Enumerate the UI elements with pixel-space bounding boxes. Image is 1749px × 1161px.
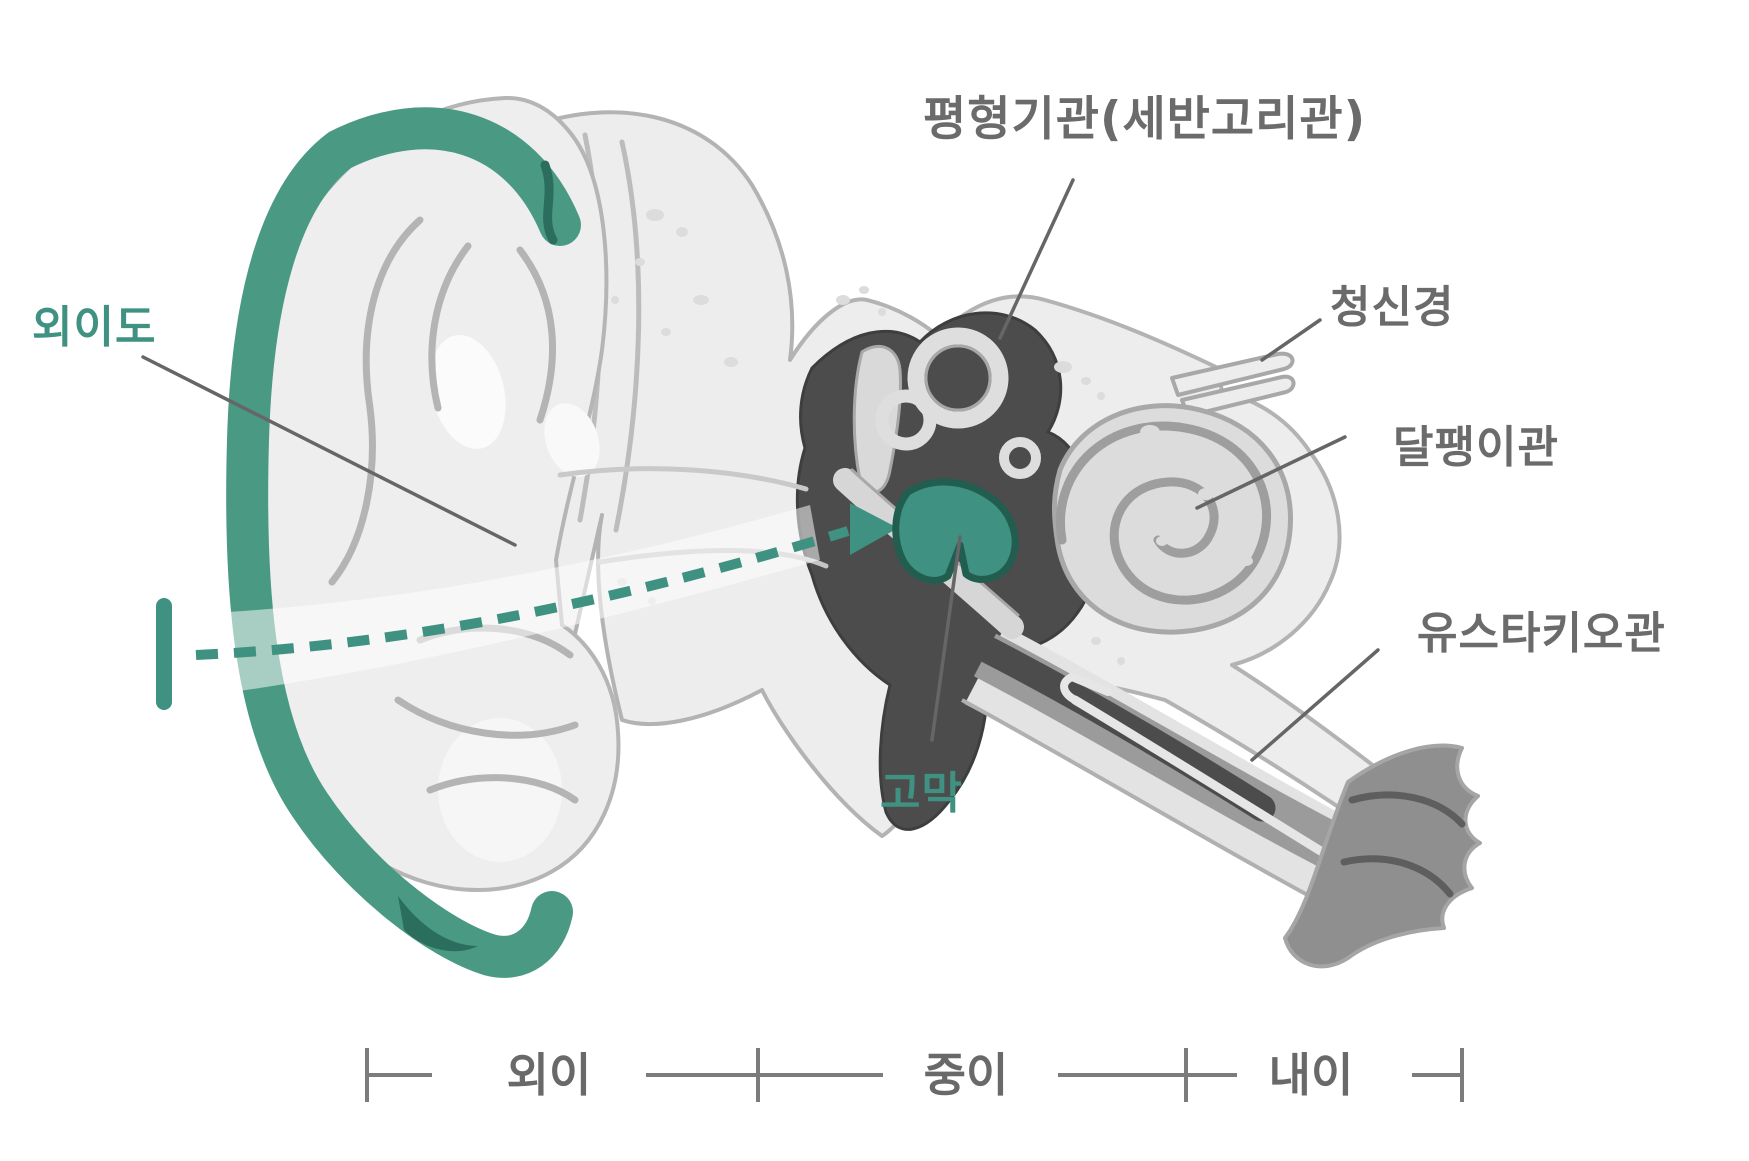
eardrum-shape (892, 478, 1019, 584)
leader-eardrum (930, 535, 962, 742)
eustachian-tube (931, 614, 1482, 969)
axis-lines (365, 1048, 1464, 1102)
leader-cochlea (1195, 435, 1347, 510)
semicircular-canal-small (875, 389, 937, 451)
nerve-fiber-upper (1170, 351, 1295, 397)
sound-source-bar (156, 598, 172, 710)
tube-bottom-edge (961, 698, 1346, 917)
semicircular-canal-large (907, 327, 1009, 429)
bone-fold-line-2 (613, 139, 642, 533)
leader-balance-organ (998, 178, 1075, 340)
sound-beam (228, 505, 820, 692)
concha-highlight-2 (544, 403, 600, 477)
helix-band (226, 107, 581, 978)
canal-upper-edge (557, 466, 809, 492)
leader-lines (141, 178, 1380, 762)
axis-label-middle-ear: 중이 (924, 1048, 1009, 1102)
sound-arrow-dashes (195, 526, 850, 660)
label-balance-organ: 평형기관(세반고리관) (923, 92, 1366, 147)
label-ear-canal: 외이도 (32, 302, 156, 353)
region-axis: 외이 중이 내이 (365, 1048, 1464, 1102)
label-cochlea: 달팽이관 (1393, 422, 1559, 473)
leader-auditory-nerve (1260, 318, 1322, 362)
lobe-highlight (438, 718, 562, 862)
semicircular-canal-large-inner (924, 344, 992, 412)
stapes-ring (999, 437, 1041, 479)
tube-slot-hook (1060, 672, 1112, 704)
sound-path (156, 503, 898, 710)
part-labels: 평형기관(세반고리관) 청신경 달팽이관 유스타키오관 외이도 고막 (32, 92, 1666, 819)
tube-inner-slot (1070, 695, 1350, 871)
cochlea-body (1051, 403, 1293, 635)
nerve-fiber-lower (1180, 374, 1296, 418)
pinna (241, 95, 621, 892)
cochlea (1051, 403, 1293, 635)
helix-top-fold (540, 160, 558, 245)
sound-arrow-head (850, 503, 898, 555)
auditory-nerve (1170, 351, 1296, 418)
flare-ridge-1 (1348, 791, 1466, 828)
leader-eustachian (1250, 648, 1380, 762)
axis-label-outer-ear: 외이 (507, 1048, 592, 1102)
label-eardrum: 고막 (880, 768, 963, 819)
label-eustachian-tube: 유스타키오관 (1417, 608, 1666, 659)
axis-label-inner-ear: 내이 (1269, 1048, 1354, 1102)
concha-highlight (430, 335, 506, 449)
helix-bottom-shadow (398, 896, 478, 952)
flare-ridge-2 (1340, 855, 1454, 898)
leader-ear-canal (141, 355, 517, 547)
label-auditory-nerve: 청신경 (1330, 282, 1454, 333)
cochlea-spiral (1056, 421, 1272, 605)
